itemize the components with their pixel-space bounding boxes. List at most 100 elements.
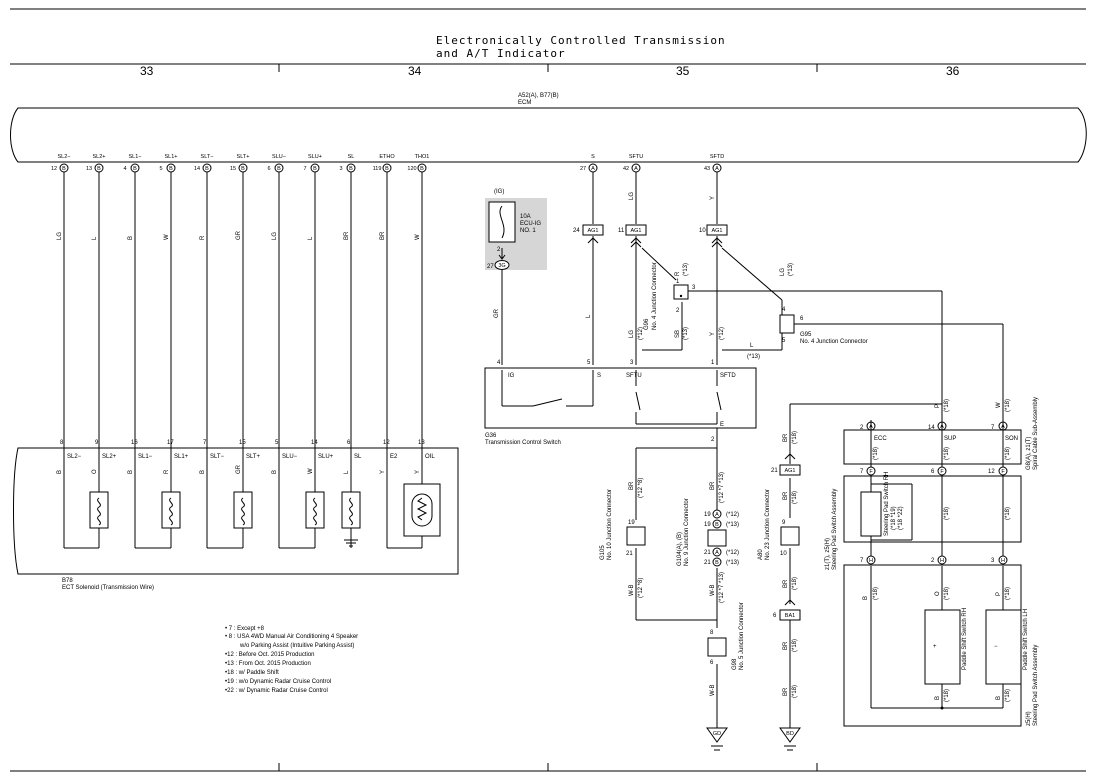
footnotes: • 7 : Except +8 • 8 : USA 4WD Manual Air…: [225, 626, 358, 694]
column-35: 35: [676, 64, 690, 78]
svg-text:4: 4: [782, 307, 786, 313]
svg-text:A: A: [715, 512, 719, 518]
ground-gd-icon: GD: [706, 727, 728, 751]
ecm-pin-number: 27: [580, 166, 586, 172]
svg-text:W: W: [996, 402, 1002, 408]
svg-text:B: B: [715, 560, 719, 566]
svg-text:BR: BR: [783, 491, 789, 500]
coil-icon: [341, 491, 361, 529]
svg-text:G105: G105: [600, 545, 606, 560]
solenoid-pin-name: SL: [354, 454, 362, 460]
column-33: 33: [140, 64, 154, 78]
coil-icon: [233, 491, 253, 529]
svg-text:(*18): (*18): [944, 587, 950, 600]
ecm-pin-label: ETHO: [379, 154, 395, 160]
svg-text:SON: SON: [1005, 436, 1018, 442]
ecm-pin-number: 12: [51, 166, 57, 172]
g95-label: G95: [800, 332, 812, 338]
ecm-pin-conn: B: [349, 166, 353, 172]
svg-text:7: 7: [860, 558, 864, 564]
svg-text:BR: BR: [710, 481, 716, 490]
solenoid-pin-name: SL1−: [138, 454, 153, 460]
fuse-conn: 3G: [498, 263, 505, 269]
solenoid-pin-number: 8: [60, 440, 64, 446]
svg-text:6: 6: [710, 660, 714, 666]
solenoid-pin-number: 15: [239, 440, 246, 446]
wire-color: BR: [344, 231, 350, 240]
a80-junction: [780, 526, 800, 546]
svg-text:(*18): (*18): [792, 639, 798, 652]
svg-text:21: 21: [626, 551, 633, 557]
solenoid-pin-name: E2: [390, 454, 398, 460]
svg-text:5: 5: [782, 338, 786, 344]
svg-text:H: H: [869, 558, 873, 564]
fuse-icon: [499, 205, 505, 239]
svg-text:21: 21: [771, 468, 778, 474]
svg-text:3: 3: [692, 285, 696, 291]
svg-text:Paddle Shift Switch RH: Paddle Shift Switch RH: [962, 608, 968, 670]
fuse-num: NO. 1: [520, 228, 536, 234]
svg-text:(*12 *7 *13): (*12 *7 *13): [719, 472, 725, 503]
solenoid-wire-color: L: [344, 470, 350, 474]
ecm-pin-label: THO1: [415, 154, 430, 160]
svg-text:•13 : From Oct. 2015 Producti: •13 : From Oct. 2015 Production: [225, 661, 311, 667]
svg-text:(*18): (*18): [792, 577, 798, 590]
svg-text:z5(H): z5(H): [1026, 711, 1032, 726]
svg-text:L: L: [750, 343, 754, 349]
wire-color: W: [415, 234, 421, 240]
lower-pins: H 7 H 2 H 3 B (*18) O (*18) P (*18) B (*…: [860, 555, 1039, 726]
svg-text:•18 : w/ Paddle Shift: •18 : w/ Paddle Shift: [225, 670, 279, 676]
solenoid-pin-number: 6: [347, 440, 351, 446]
solenoid-pin-name: SL1+: [174, 454, 189, 460]
svg-text:F: F: [940, 469, 944, 475]
svg-text:(*18): (*18): [792, 685, 798, 698]
svg-text:Steering Pad Switch Assembly: Steering Pad Switch Assembly: [832, 489, 838, 570]
ecm-pin-conn: B: [420, 166, 424, 172]
ecm-pin-conn: B: [241, 166, 245, 172]
svg-text:(*18): (*18): [1005, 399, 1011, 412]
svg-text:(*18): (*18): [873, 447, 879, 460]
svg-text:(*18): (*18): [792, 491, 798, 504]
ecm-pin-label: SLU−: [272, 154, 286, 160]
svg-text:G98: G98: [732, 658, 738, 670]
wire-color: L: [308, 236, 314, 240]
ecm-pin-conn: A: [634, 166, 638, 172]
svg-text:A: A: [715, 550, 719, 556]
ground-icon: [344, 539, 358, 547]
svg-text:IG: IG: [508, 373, 515, 379]
ecm-name: ECM: [518, 100, 531, 106]
svg-text:21: 21: [704, 560, 711, 566]
svg-text:6: 6: [773, 613, 777, 619]
svg-text:B: B: [935, 696, 941, 700]
svg-text:S: S: [597, 373, 601, 379]
svg-text:H: H: [1001, 558, 1005, 564]
solenoid-pin-name: SLU+: [318, 454, 334, 460]
svg-text:3: 3: [991, 558, 995, 564]
wire-color: L: [92, 236, 98, 240]
svg-text:Y: Y: [710, 332, 716, 336]
svg-text:•12 : Before Oct. 2015 Produc: •12 : Before Oct. 2015 Production: [225, 652, 315, 658]
svg-text:No. 23 Junction Connector: No. 23 Junction Connector: [765, 489, 771, 560]
title-line1: Electronically Controlled Transmission: [436, 34, 726, 47]
switch-labels: 4 5 3 1 2 IG S SFTU SFTD E G36 Transmiss…: [485, 360, 736, 446]
g104-junction: A 19 (*12) B 19 (*13) A 21 (*12) B 21 (*…: [677, 498, 739, 567]
spiral-cable-block: [843, 429, 1022, 465]
middle-wire-colors: GR L LG Y R (*13) LG (*13) LG (*12) SB (…: [494, 192, 1011, 698]
svg-text:W-B: W-B: [710, 584, 716, 596]
svg-text:(*18): (*18): [1005, 507, 1011, 520]
svg-text:(*18): (*18): [1005, 447, 1011, 460]
svg-text:10: 10: [780, 551, 787, 557]
svg-text:No. 4 Junction Connector: No. 4 Junction Connector: [652, 262, 658, 330]
solenoid-wire-color: GR: [236, 464, 242, 474]
solenoid-pin-number: 5: [275, 440, 279, 446]
svg-text:AG1: AG1: [711, 228, 722, 234]
solenoid-pin-number: 17: [167, 440, 174, 446]
ecm-pin-number: 42: [623, 166, 629, 172]
ecm-pin-label: SLT+: [237, 154, 250, 160]
coil-icon: [89, 491, 109, 529]
svg-text:2: 2: [676, 308, 680, 314]
svg-text:(*18 *19): (*18 *19): [891, 506, 897, 530]
